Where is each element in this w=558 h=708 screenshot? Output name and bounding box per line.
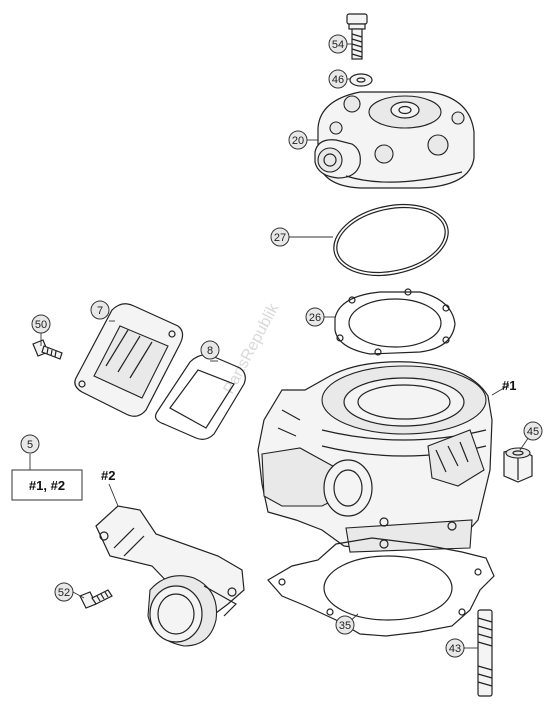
svg-text:26: 26 xyxy=(309,312,321,324)
callout-43: 43 xyxy=(445,638,465,658)
callout-27: 27 xyxy=(270,227,290,247)
svg-text:54: 54 xyxy=(332,39,344,51)
callout-7: 7 xyxy=(90,300,110,320)
callout-46: 46 xyxy=(328,69,348,89)
callout-45: 45 xyxy=(523,421,543,441)
svg-text:35: 35 xyxy=(339,620,351,632)
cylinder-head-part xyxy=(314,91,475,189)
intake-flange-part xyxy=(95,505,245,647)
screw-part-2 xyxy=(79,589,113,609)
washer-part xyxy=(349,73,373,87)
svg-text:46: 46 xyxy=(332,74,344,86)
label-intake: #2 xyxy=(101,468,115,483)
callout-20: 20 xyxy=(288,130,308,150)
label-kit: #1, #2 xyxy=(29,478,65,493)
svg-text:8: 8 xyxy=(207,345,213,357)
svg-text:43: 43 xyxy=(449,643,461,655)
head-gasket-part xyxy=(334,288,456,356)
callout-35: 35 xyxy=(335,615,355,635)
callout-26: 26 xyxy=(305,307,325,327)
kit-box: #1, #2 xyxy=(11,469,83,501)
base-gasket-part xyxy=(267,537,495,637)
svg-text:45: 45 xyxy=(527,426,539,438)
callout-5: 5 xyxy=(20,434,40,454)
o-ring-part xyxy=(333,204,449,276)
svg-text:27: 27 xyxy=(274,232,286,244)
svg-text:20: 20 xyxy=(292,135,304,147)
callout-52: 52 xyxy=(54,582,74,602)
svg-text:7: 7 xyxy=(97,305,103,317)
nut-part xyxy=(503,447,533,483)
svg-text:52: 52 xyxy=(58,587,70,599)
callout-54: 54 xyxy=(328,34,348,54)
callout-50: 50 xyxy=(31,314,51,334)
screw-part xyxy=(32,339,63,360)
head-bolt-part xyxy=(346,13,368,60)
reed-valve-part xyxy=(74,303,184,417)
stud-part xyxy=(477,609,493,697)
svg-text:5: 5 xyxy=(27,439,33,451)
svg-text:50: 50 xyxy=(35,319,47,331)
label-cylinder: #1 xyxy=(502,378,516,393)
callout-8: 8 xyxy=(200,340,220,360)
cylinder-part xyxy=(257,361,493,553)
